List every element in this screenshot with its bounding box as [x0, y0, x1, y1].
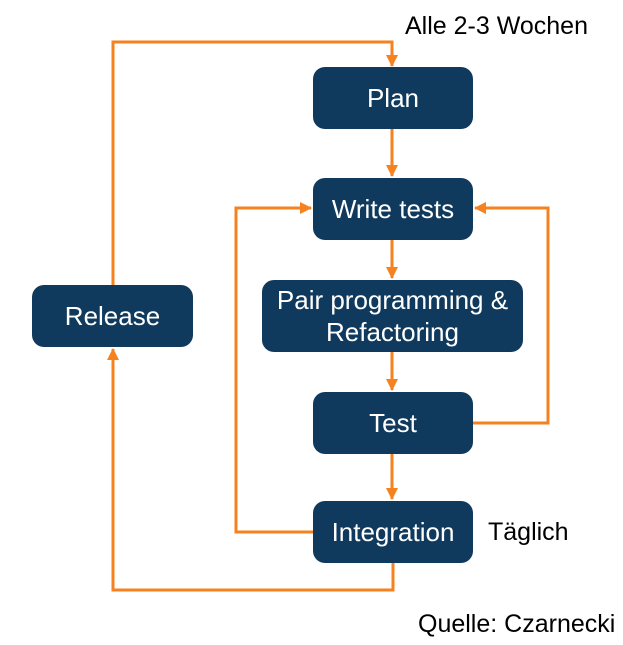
node-test: Test — [313, 392, 473, 454]
cycle-duration-label: Alle 2-3 Wochen — [405, 12, 588, 40]
connector-integration-to-release — [107, 348, 395, 592]
connector-integration-to-write-tests — [234, 202, 313, 534]
node-integration: Integration — [313, 501, 473, 563]
source-credit-label: Quelle: Czarnecki — [418, 610, 616, 638]
node-write-tests: Write tests — [313, 178, 473, 240]
connector-test-to-write-tests — [473, 202, 550, 425]
connector-release-to-plan — [111, 40, 398, 285]
node-plan: Plan — [313, 67, 473, 129]
daily-label: Täglich — [488, 518, 569, 546]
node-release: Release — [32, 285, 193, 347]
node-pair-programming-refactoring: Pair programming & Refactoring — [262, 280, 523, 352]
